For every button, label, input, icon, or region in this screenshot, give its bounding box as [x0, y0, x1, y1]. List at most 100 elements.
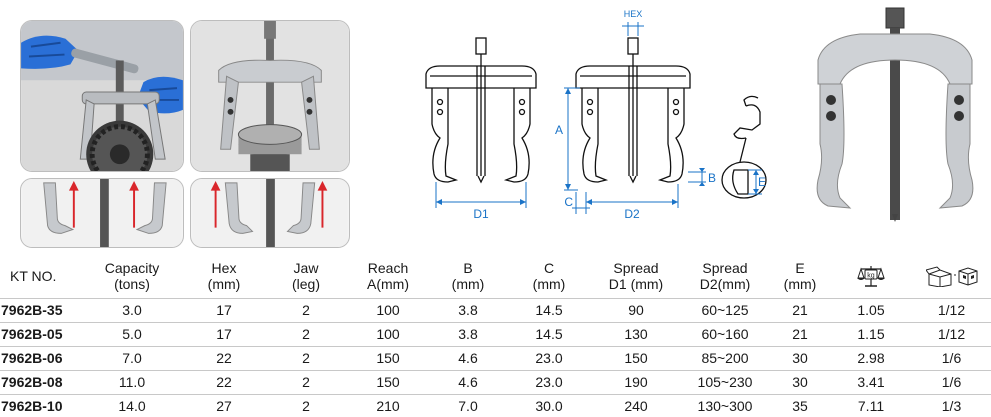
cell-pack: 1/6: [912, 369, 991, 394]
carton-boxes-icon: [925, 266, 977, 287]
cell-pack: 1/3: [912, 393, 991, 417]
cell-spread2: 130~300: [680, 393, 770, 417]
header-package: [912, 254, 991, 298]
cell-spread2: 60~125: [680, 297, 770, 322]
header-jaw: Jaw(leg): [291, 259, 320, 292]
cell-model: 7962B-10: [0, 393, 82, 417]
cell-hex: 22: [182, 369, 266, 394]
cell-e: 21: [770, 297, 830, 322]
cell-hex: 22: [182, 345, 266, 370]
header-capacity: Capacity(tons): [104, 259, 160, 292]
jaw-inner-grip-illustration: [192, 179, 348, 247]
weight-scale-kg-icon: kg: [857, 265, 885, 287]
cell-e: 35: [770, 393, 830, 417]
cell-model: 7962B-08: [0, 369, 82, 394]
e-dimension-label: E: [758, 175, 766, 189]
header-model: KT NO.: [10, 267, 57, 284]
cell-pack: 1/6: [912, 345, 991, 370]
cell-c: 23.0: [506, 369, 592, 394]
usage-photo-gear: [20, 20, 184, 172]
jaw-outer-grip-illustration: [22, 179, 182, 247]
cell-spread2: 85~200: [680, 345, 770, 370]
header-hex: Hex(mm): [207, 259, 241, 292]
usage-photo-bearing: [190, 20, 350, 172]
jaw-detail-inset-outer: [20, 178, 184, 248]
cell-spread1: 240: [592, 393, 680, 417]
cell-weight: 1.15: [830, 321, 912, 346]
cell-jaw: 2: [266, 345, 346, 370]
cell-spread1: 90: [592, 297, 680, 322]
cell-reach: 150: [346, 369, 430, 394]
cell-weight: 7.11: [830, 393, 912, 417]
a-dimension-label: A: [555, 123, 563, 137]
table-header-row: KT NO. Capacity(tons) Hex(mm) Jaw(leg) R…: [0, 254, 991, 298]
red-arrow-up-icon: [317, 180, 328, 191]
cell-model: 7962B-06: [0, 345, 82, 370]
cell-model: 7962B-35: [0, 297, 82, 322]
cell-capacity: 5.0: [82, 321, 182, 346]
cell-e: 30: [770, 345, 830, 370]
b-dimension-label: B: [708, 171, 716, 185]
cell-jaw: 2: [266, 369, 346, 394]
cell-capacity: 14.0: [82, 393, 182, 417]
cell-b: 3.8: [430, 321, 506, 346]
d2-dimension-label: D2: [624, 207, 640, 220]
cell-e: 21: [770, 321, 830, 346]
cell-jaw: 2: [266, 393, 346, 417]
red-arrow-up-icon: [68, 180, 79, 191]
weight-unit-label: kg: [867, 272, 875, 279]
cell-spread1: 190: [592, 369, 680, 394]
cell-model: 7962B-05: [0, 321, 82, 346]
hex-dimension-label: HEX: [624, 9, 643, 19]
cell-spread1: 130: [592, 321, 680, 346]
cell-weight: 1.05: [830, 297, 912, 322]
usage-photo-gear-illustration: [21, 21, 183, 171]
cell-reach: 150: [346, 345, 430, 370]
cell-spread2: 105~230: [680, 369, 770, 394]
cell-pack: 1/12: [912, 321, 991, 346]
product-photo-two-jaw-puller: [800, 4, 988, 226]
jaw-detail-inset-inner: [190, 178, 350, 248]
cell-hex: 17: [182, 297, 266, 322]
cell-capacity: 11.0: [82, 369, 182, 394]
cell-c: 14.5: [506, 297, 592, 322]
dimension-diagram: HEX A D1 C D2 B E: [425, 9, 767, 220]
cell-reach: 100: [346, 297, 430, 322]
d1-dimension-label: D1: [473, 207, 489, 220]
red-arrow-up-icon: [210, 180, 221, 191]
cell-b: 4.6: [430, 345, 506, 370]
spec-table: KT NO. Capacity(tons) Hex(mm) Jaw(leg) R…: [0, 254, 991, 417]
cell-jaw: 2: [266, 321, 346, 346]
cell-b: 7.0: [430, 393, 506, 417]
c-dimension-label: C: [564, 195, 573, 209]
header-e: E(mm): [783, 259, 817, 292]
cell-b: 4.6: [430, 369, 506, 394]
cell-hex: 17: [182, 321, 266, 346]
cell-hex: 27: [182, 393, 266, 417]
usage-photo-bearing-illustration: [191, 21, 349, 171]
header-weight: kg: [830, 254, 912, 298]
cell-reach: 210: [346, 393, 430, 417]
cell-c: 30.0: [506, 393, 592, 417]
cell-spread2: 60~160: [680, 321, 770, 346]
cell-weight: 2.98: [830, 345, 912, 370]
cell-c: 14.5: [506, 321, 592, 346]
cell-spread1: 150: [592, 345, 680, 370]
cell-jaw: 2: [266, 297, 346, 322]
cell-capacity: 7.0: [82, 345, 182, 370]
cell-reach: 100: [346, 321, 430, 346]
cell-pack: 1/12: [912, 297, 991, 322]
cell-capacity: 3.0: [82, 297, 182, 322]
cell-c: 23.0: [506, 345, 592, 370]
cell-b: 3.8: [430, 297, 506, 322]
header-c: C(mm): [532, 259, 566, 292]
cell-weight: 3.41: [830, 369, 912, 394]
